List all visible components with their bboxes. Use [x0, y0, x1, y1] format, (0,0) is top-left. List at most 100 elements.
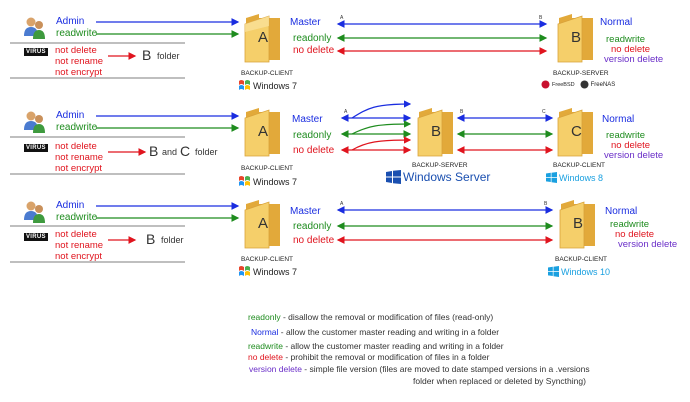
windows7-logo-1: Windows 7 [238, 79, 297, 92]
legend-desc: - simple file version (files are moved t… [304, 364, 590, 374]
os-label-3: Windows 7 [253, 266, 298, 277]
users-icon-2 [24, 111, 45, 133]
target-folder-letter: B [146, 231, 156, 247]
arrow-tag-a-2: A [344, 109, 348, 115]
windows8-icon [546, 172, 557, 183]
client-caption-2: BACKUP-CLIENT [241, 165, 294, 172]
normal-label-3: Normal [605, 206, 638, 217]
right-readwrite-2: readwrite [606, 130, 646, 141]
folder-icon-a-2 [244, 108, 280, 157]
freebsd-badge: FreeBSD FreeNAS [541, 80, 615, 89]
right-nodelete-3: no delete [615, 229, 655, 240]
windows-flag-icon [239, 266, 250, 276]
legend-term: no delete [248, 352, 283, 362]
client2-caption-3: BACKUP-CLIENT [555, 256, 608, 263]
virus-badge: VIRUS [24, 48, 48, 56]
folder-letter-c-2: C [571, 123, 582, 140]
legend-item-nodelete: no delete - prohibit the removal or modi… [248, 352, 489, 362]
not-encrypt-label: not encrypt [55, 251, 102, 262]
legend-term: version delete [249, 364, 302, 374]
target-folder-word: folder [157, 51, 180, 61]
target-folder-letter-2: C [180, 143, 191, 159]
windows7-logo-2: Windows 7 [238, 175, 297, 188]
target-folder-letter: B [149, 143, 159, 159]
not-delete-label: not delete [55, 141, 97, 152]
server-caption-2: BACKUP-SERVER [412, 162, 468, 169]
master-label-3: Master [290, 206, 321, 217]
windows10-logo: Windows 10 [548, 266, 610, 277]
target-folder-and: and [162, 147, 178, 157]
client-caption-1: BACKUP-CLIENT [241, 70, 294, 77]
client2-caption-2: BACKUP-CLIENT [553, 162, 606, 169]
normal-label-2: Normal [602, 114, 635, 125]
master-label-1: Master [290, 17, 321, 28]
legend-desc: - prohibit the removal or modification o… [285, 352, 490, 362]
right-nodelete-2: no delete [611, 140, 651, 151]
legend-desc: - allow the customer master reading and … [280, 327, 500, 337]
folder-letter-b-2: B [431, 123, 442, 140]
right-version-1: version delete [604, 54, 664, 65]
readonly-label-1: readonly [293, 33, 332, 44]
legend-desc: - disallow the removal or modification o… [282, 312, 494, 322]
arrow-tag-b-1: B [539, 15, 543, 21]
arrow-tag-b-3: B [544, 201, 548, 207]
windows7-logo-3: Windows 7 [238, 265, 297, 278]
right-readwrite-3: readwrite [610, 219, 650, 230]
legend-item-readwrite: readwrite - allow the customer master re… [248, 341, 504, 351]
readonly-curve-2 [351, 120, 412, 135]
admin-label: Admin [56, 110, 85, 121]
legend-item-version: version delete - simple file version (fi… [249, 364, 590, 374]
readonly-label-3: readonly [293, 221, 332, 232]
windows-server-icon [386, 170, 401, 184]
right-readwrite-1: readwrite [606, 34, 646, 45]
windows8-label: Windows 8 [559, 172, 604, 183]
folder-icon-b-3 [559, 200, 595, 249]
windows-server-label: Windows Server [403, 170, 491, 184]
legend-term: readonly [248, 312, 281, 322]
not-delete-label: not delete [55, 45, 97, 56]
right-nodelete-1: no delete [611, 44, 651, 55]
readwrite-label: readwrite [56, 122, 98, 133]
legend-continuation: folder when replaced or deleted by Synct… [413, 376, 586, 386]
folder-letter-a-2: A [258, 123, 269, 140]
admin-label: Admin [56, 16, 85, 27]
not-delete-label: not delete [55, 229, 97, 240]
folder-letter-b-1: B [571, 29, 582, 46]
arrow-tag-a-1: A [340, 15, 344, 21]
not-rename-label: not rename [55, 240, 104, 251]
os-label-2: Windows 7 [253, 176, 298, 187]
freebsd-label: FreeBSD [552, 81, 575, 88]
target-folder-word: folder [161, 235, 184, 245]
folder-icon-a-1 [244, 14, 280, 63]
admin-label: Admin [56, 200, 85, 211]
freebsd-icon [541, 80, 550, 89]
virus-badge: VIRUS [24, 233, 48, 241]
windows10-label: Windows 10 [561, 266, 611, 277]
users-icon-3 [24, 201, 45, 223]
folder-icon-b-2 [417, 108, 453, 157]
arrow-tag-b-2: B [460, 109, 464, 115]
windows-flag-icon [239, 176, 250, 186]
right-version-2: version delete [604, 150, 664, 161]
readwrite-label: readwrite [56, 212, 98, 223]
windows10-icon [548, 266, 559, 277]
not-encrypt-label: not encrypt [55, 163, 102, 174]
legend-desc: - allow the customer master reading and … [285, 341, 504, 351]
master-label-2: Master [292, 114, 323, 125]
legend-item-readonly: readonly - disallow the removal or modif… [248, 312, 493, 322]
folder-icon-c-2 [557, 108, 593, 157]
legend-term: Normal [251, 327, 279, 337]
folder-letter-a-1: A [258, 29, 269, 46]
not-rename-label: not rename [55, 56, 104, 67]
not-rename-label: not rename [55, 152, 104, 163]
readonly-label-2: readonly [293, 130, 332, 141]
readwrite-label: readwrite [56, 28, 98, 39]
windows8-logo: Windows 8 [546, 172, 603, 183]
nodelete-curve-2 [351, 136, 412, 151]
windows-server-logo: Windows Server [386, 170, 490, 184]
windows-flag-icon [239, 80, 250, 90]
legend-term: readwrite [248, 341, 283, 351]
folder-icon-a-3 [244, 200, 280, 249]
